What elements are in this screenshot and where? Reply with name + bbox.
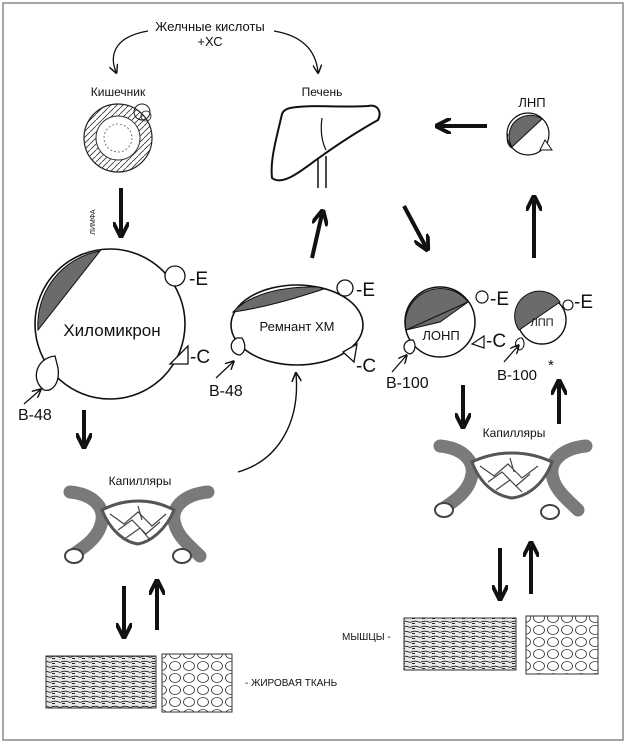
apo-c-vldl-label: -C bbox=[486, 331, 506, 352]
b100-idl-label: B-100 bbox=[497, 367, 537, 384]
b48-remnant-pointer bbox=[215, 362, 233, 379]
arrow-liver-to-vldl bbox=[402, 205, 426, 247]
apo-c-chylomicron-label: -C bbox=[190, 347, 210, 368]
arrow-capillaries-to-remnant bbox=[237, 374, 297, 473]
intestine-icon bbox=[83, 103, 153, 173]
adipose-tissue-right-icon bbox=[525, 615, 599, 675]
b100-idl-pointer bbox=[503, 346, 518, 363]
bile-acids-label: Желчные кислоты bbox=[155, 19, 265, 34]
remnant-label: Ремнант ХМ bbox=[260, 319, 335, 334]
b48-chylomicron-label: B-48 bbox=[18, 407, 52, 424]
ldl-label: ЛНП bbox=[518, 95, 545, 110]
capillaries-left-label: Капилляры bbox=[109, 474, 172, 488]
capillaries-right-icon bbox=[433, 439, 593, 520]
vldl-particle bbox=[403, 286, 489, 358]
lymph-label: ЛИМФА bbox=[90, 209, 97, 235]
intestine-label: Кишечник bbox=[91, 85, 146, 99]
apo-e-remnant-label: -E bbox=[356, 280, 375, 301]
apo-e-idl-label: -E bbox=[574, 292, 593, 313]
b100-vldl-pointer bbox=[391, 356, 406, 373]
apo-c-remnant-label: -C bbox=[356, 356, 376, 377]
liver-icon bbox=[270, 104, 381, 188]
ldl-particle bbox=[506, 112, 553, 156]
b48-chylomicron-pointer bbox=[23, 390, 40, 405]
apo-e-chylomicron-label: -E bbox=[189, 269, 208, 290]
vldl-label: ЛОНП bbox=[422, 328, 459, 343]
liver-label: Печень bbox=[302, 85, 343, 99]
b100-vldl-label: B-100 bbox=[386, 375, 429, 392]
muscle-tissue-left-icon bbox=[45, 655, 157, 709]
cholesterol-label: +ХС bbox=[197, 34, 222, 49]
arrow-remnant-to-liver bbox=[310, 214, 322, 259]
capillaries-right-label: Капилляры bbox=[483, 426, 546, 440]
adipose-tissue-left-icon bbox=[161, 653, 233, 713]
bile-arrow-to-liver bbox=[273, 30, 318, 72]
chylomicron-particle bbox=[34, 248, 189, 400]
idl-particle bbox=[514, 290, 574, 351]
muscles-label: МЫШЦЫ - bbox=[342, 632, 391, 643]
adipose-label: - ЖИРОВАЯ ТКАНЬ bbox=[245, 678, 338, 689]
bile-arrow-to-intestine bbox=[113, 30, 149, 72]
capillaries-left-icon bbox=[63, 485, 215, 564]
muscle-tissue-right-icon bbox=[403, 617, 517, 671]
apo-e-vldl-label: -E bbox=[490, 289, 509, 310]
b48-remnant-label: B-48 bbox=[209, 383, 243, 400]
idl-label: ЛПП bbox=[530, 317, 553, 329]
remnant-particle bbox=[230, 279, 364, 366]
b100-idl-asterisk: * bbox=[548, 357, 554, 374]
chylomicron-label: Хиломикрон bbox=[63, 321, 160, 340]
